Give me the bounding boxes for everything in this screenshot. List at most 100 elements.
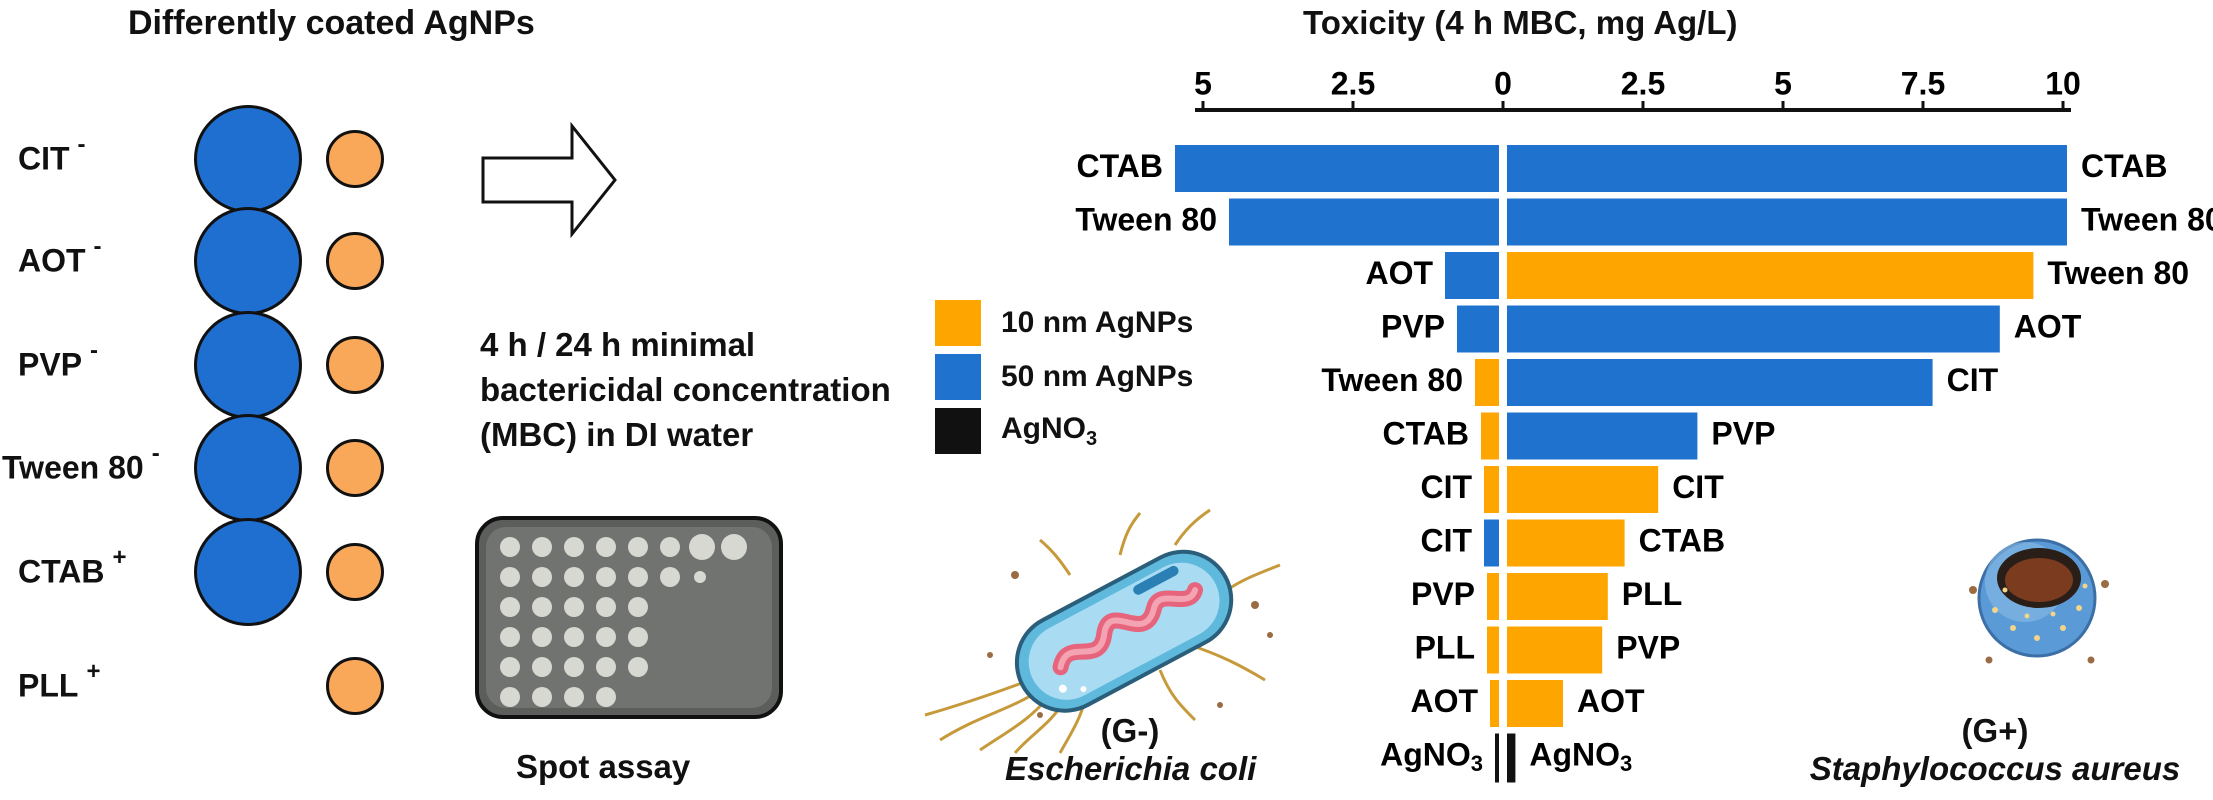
spot-dot: [596, 687, 616, 707]
bar-left-50nm: [1175, 145, 1499, 192]
bar-label-left: CTAB: [1383, 415, 1470, 451]
spot-dot: [500, 537, 520, 557]
axis-tick-label: 7.5: [1901, 65, 1945, 101]
bar-left-10nm: [1487, 626, 1499, 674]
bar-right-10nm: [1507, 466, 1659, 513]
spot-dot: [564, 567, 584, 587]
legend-label-50nm: 50 nm AgNPs: [1001, 360, 1194, 393]
spot-dot: [628, 567, 648, 587]
bar-right-10nm: [1507, 519, 1625, 567]
spot-dot: [694, 571, 706, 583]
axis-tick-label: 10: [2045, 65, 2081, 101]
spot-dot: [628, 627, 648, 647]
legend-swatch-50nm: [935, 354, 981, 400]
spot-dot: [628, 537, 648, 557]
spot-dot: [564, 657, 584, 677]
bar-label-right: PVP: [1616, 629, 1680, 665]
bar-left-50nm: [1229, 198, 1499, 246]
spot-dot: [564, 627, 584, 647]
bar-right-10nm: [1507, 252, 2034, 299]
bar-left-50nm: [1445, 252, 1499, 299]
spot-dot: [500, 597, 520, 617]
bar-label-right: CIT: [1672, 469, 1724, 505]
legend: 10 nm AgNPs 50 nm AgNPs AgNO3: [935, 300, 1193, 454]
axis-tick-label: 0: [1494, 65, 1512, 101]
spot-dot: [596, 627, 616, 647]
spot-dot: [564, 537, 584, 557]
bar-left-50nm: [1484, 519, 1499, 567]
spot-dot: [628, 657, 648, 677]
nanoparticle-10nm-icon: [326, 336, 384, 394]
legend-swatch-10nm: [935, 300, 981, 346]
bar-right-50nm: [1507, 359, 1933, 406]
bar-right-50nm: [1507, 412, 1698, 460]
bar-label-right: AgNO3: [1529, 736, 1632, 775]
bar-left-50nm: [1457, 305, 1499, 353]
spot-dot: [500, 657, 520, 677]
bar-right-agno3: [1507, 733, 1516, 783]
legend-label-agno3: AgNO3: [1001, 411, 1098, 450]
spot-dot: [596, 657, 616, 677]
left-panel-title: Differently coated AgNPs: [128, 4, 535, 42]
e-coli-bacterium-icon: [924, 508, 1281, 754]
bar-label-left: Tween 80: [1075, 201, 1217, 237]
nanoparticle-50nm-icon: [194, 414, 302, 522]
coating-label-cit: CIT-: [18, 131, 86, 177]
nanoparticle-50nm-icon: [194, 518, 302, 626]
bar-left-agno3: [1495, 733, 1499, 783]
bar-label-left: AOT: [1365, 255, 1433, 291]
bar-label-left: AgNO3: [1380, 736, 1483, 775]
bar-label-right: AOT: [1577, 683, 1645, 719]
nanoparticle-50nm-icon: [194, 207, 302, 315]
legend-label-10nm: 10 nm AgNPs: [1001, 306, 1194, 339]
bar-left-10nm: [1487, 573, 1499, 620]
bar-label-right: Tween 80: [2081, 201, 2213, 237]
legend-swatch-agno3: [935, 408, 981, 454]
e-coli-species-label: Escherichia coli: [1005, 750, 1257, 787]
axis-tick-label: 2.5: [1621, 65, 1665, 101]
nanoparticle-10nm-icon: [326, 439, 384, 497]
bar-left-10nm: [1484, 466, 1499, 513]
bar-label-right: Tween 80: [2047, 255, 2189, 291]
bar-right-50nm: [1507, 198, 2067, 246]
spot-dot: [721, 534, 747, 560]
assay-description: 4 h / 24 h minimal bactericidal concentr…: [480, 326, 891, 453]
axis-tick-label: 2.5: [1331, 65, 1375, 101]
spot-dot: [500, 627, 520, 647]
s-aureus-caption: (G+) Staphylococcus aureus: [1785, 712, 2205, 788]
bar-label-left: PVP: [1381, 308, 1445, 344]
bar-label-right: CTAB: [1639, 522, 1726, 558]
coating-label-aot: AOT-: [18, 233, 102, 279]
s-aureus-species-label: Staphylococcus aureus: [1809, 750, 2181, 787]
chart-title: Toxicity (4 h MBC, mg Ag/L): [1303, 4, 1738, 41]
spot-assay-label: Spot assay: [516, 748, 691, 785]
coating-label-pvp: PVP-: [18, 337, 99, 383]
legend-item-10nm: 10 nm AgNPs: [935, 300, 1193, 346]
nanoparticle-10nm-icon: [326, 543, 384, 601]
nanoparticle-10nm-icon: [326, 232, 384, 290]
spot-dot: [500, 687, 520, 707]
spot-dot: [596, 597, 616, 617]
bar-label-left: PLL: [1415, 629, 1475, 665]
bar-label-right: CTAB: [2081, 148, 2168, 184]
s-aureus-bacterium-icon: [1969, 538, 2109, 664]
coating-label-pll: PLL+: [18, 658, 101, 704]
spot-dot: [532, 567, 552, 587]
bar-label-left: Tween 80: [1321, 362, 1463, 398]
spot-dot: [532, 537, 552, 557]
spot-assay-plate: [475, 516, 783, 719]
nanoparticle-10nm-icon: [326, 657, 384, 715]
bar-label-left: CIT: [1420, 469, 1472, 505]
bar-right-10nm: [1507, 573, 1608, 620]
spot-dot: [532, 627, 552, 647]
axis-tick-label: 5: [1194, 65, 1212, 101]
spot-dot: [660, 567, 680, 587]
bar-label-left: AOT: [1410, 683, 1478, 719]
nanoparticle-10nm-icon: [326, 130, 384, 188]
coating-label-ctab: CTAB+: [18, 544, 127, 590]
spot-dot: [564, 597, 584, 617]
coating-label-tween-80: Tween 80-: [2, 440, 160, 486]
spot-dot: [660, 537, 680, 557]
spot-dot: [532, 657, 552, 677]
